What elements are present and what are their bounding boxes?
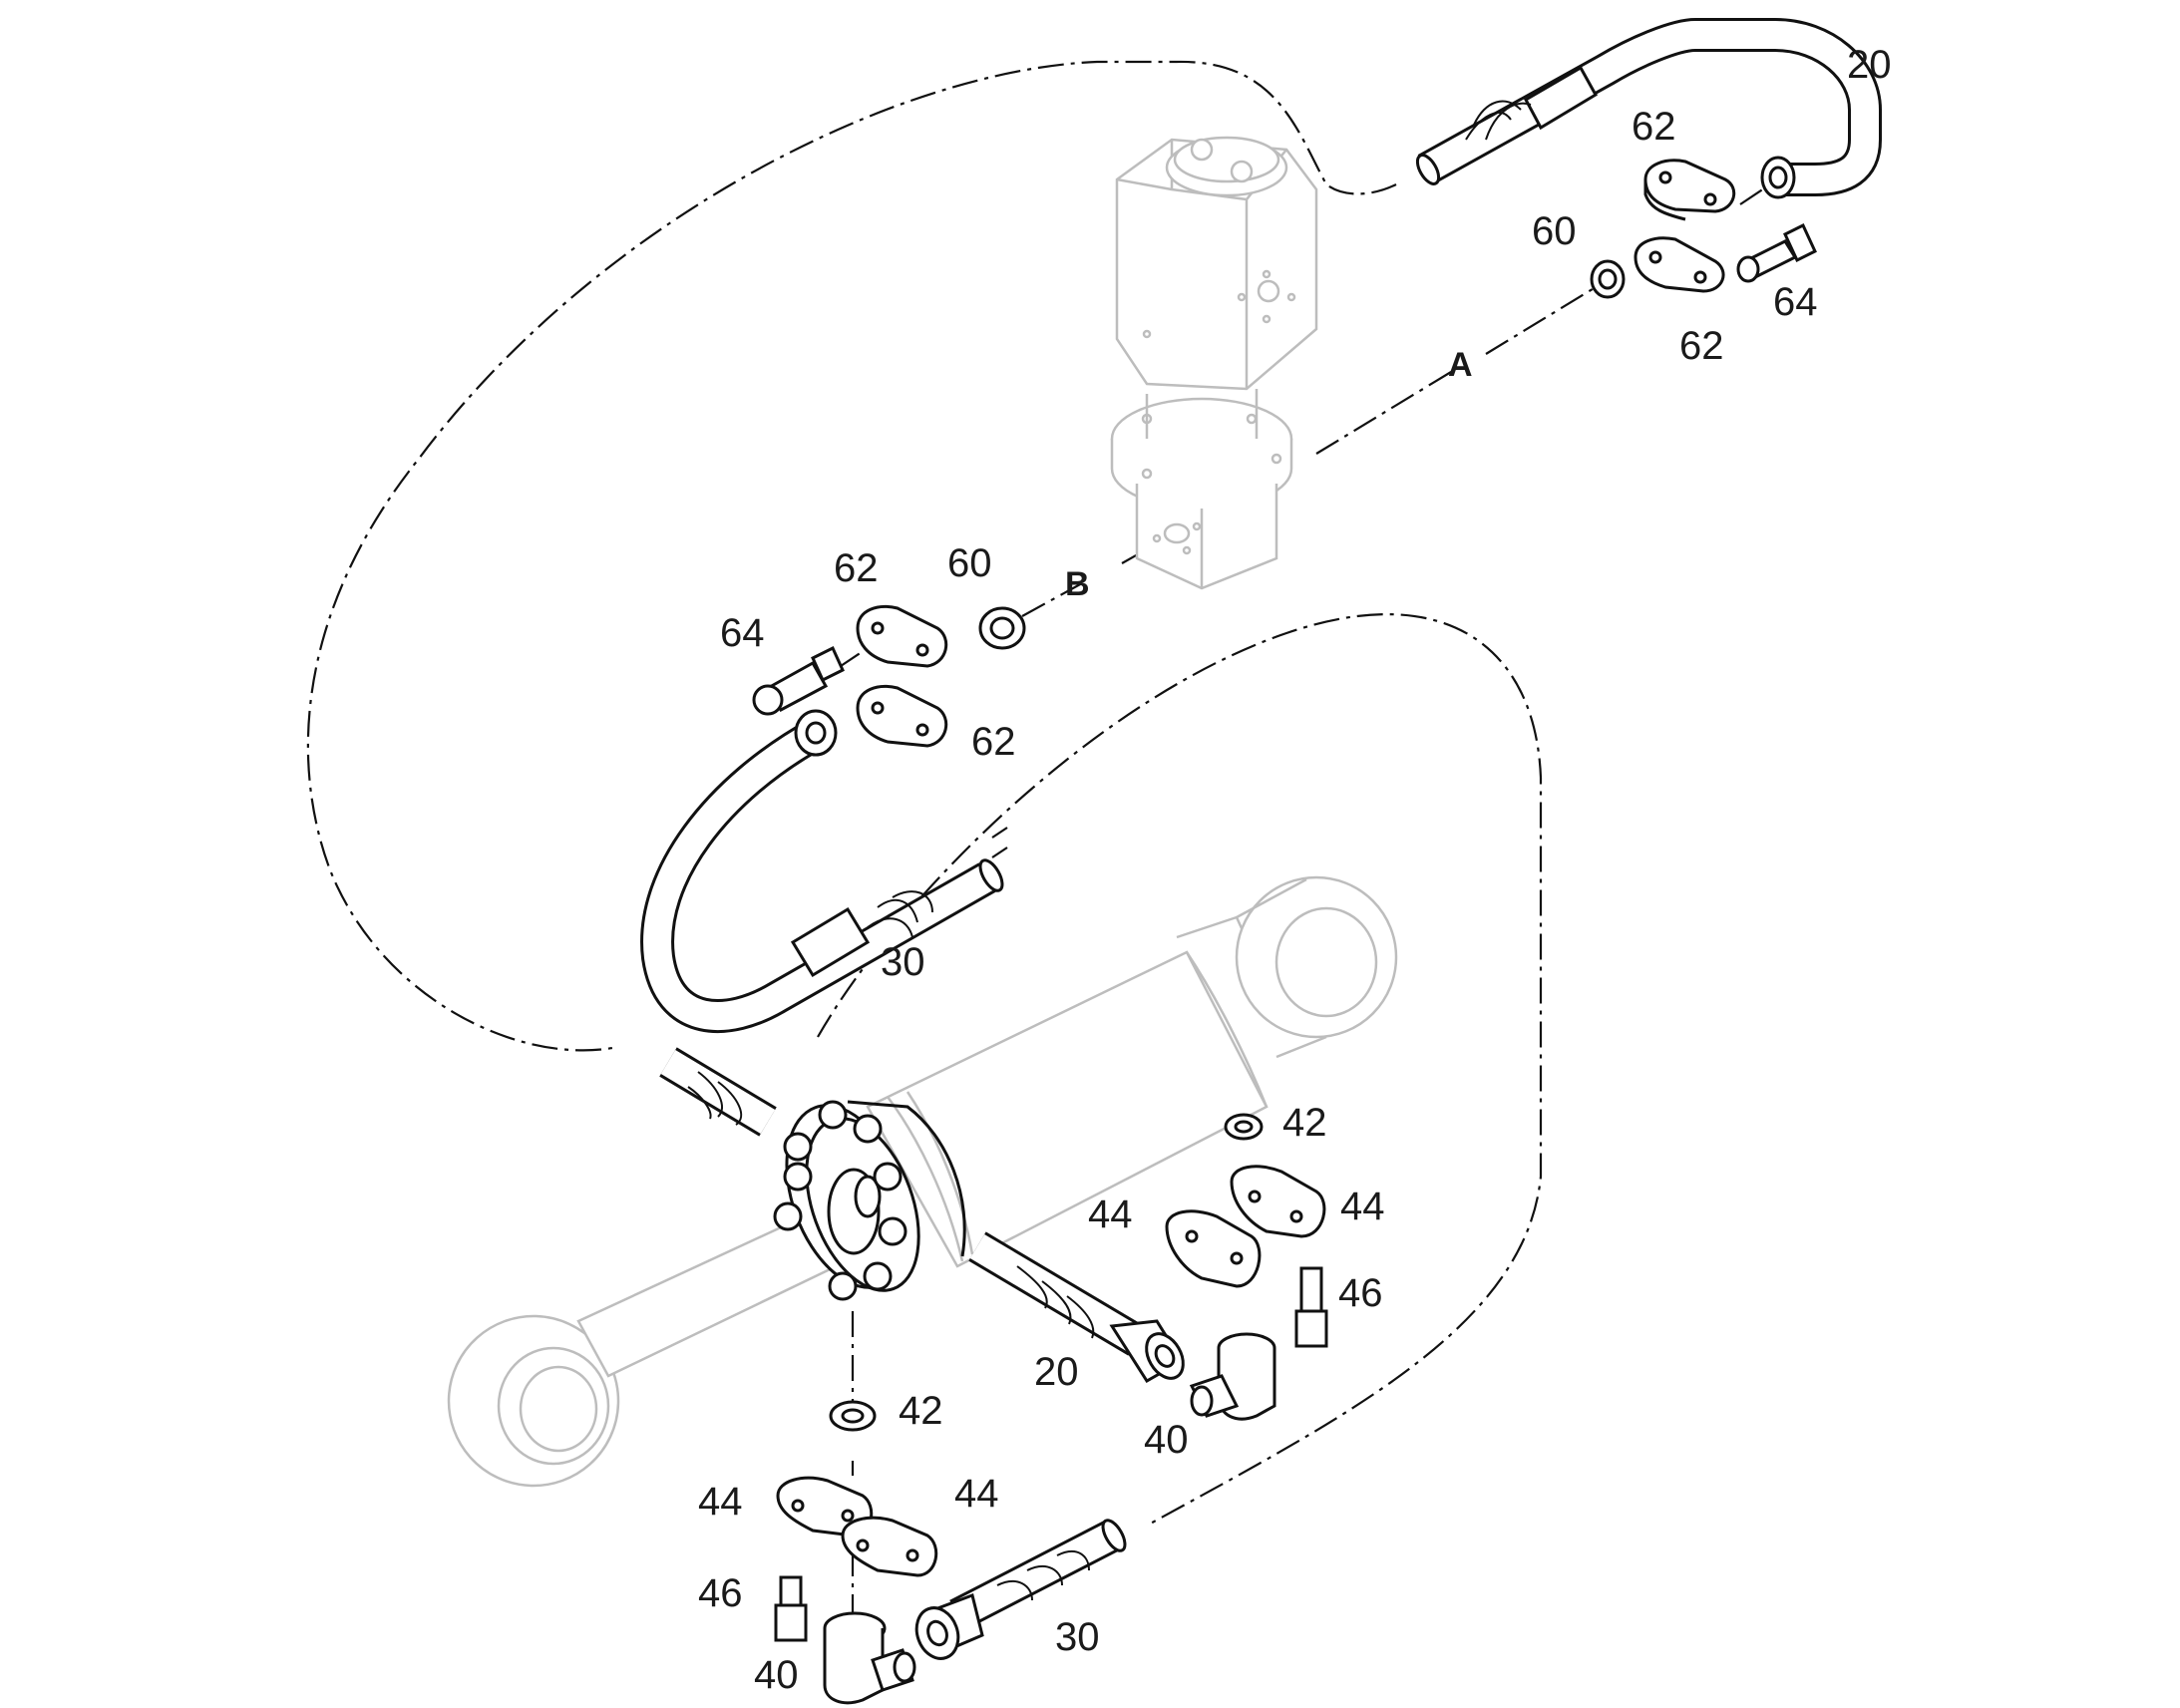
callout-60-top: 60 xyxy=(1532,209,1577,253)
callout-46-left: 46 xyxy=(698,1571,743,1615)
hose-30-middle xyxy=(640,709,1004,1033)
callout-60-mid: 60 xyxy=(947,541,992,585)
callout-40-left: 40 xyxy=(754,1653,799,1697)
callout-20-bottom: 20 xyxy=(1034,1350,1079,1394)
callout-62-top-upper: 62 xyxy=(1632,105,1676,149)
callout-46-right: 46 xyxy=(1338,1271,1383,1315)
callout-44-right-left: 44 xyxy=(1088,1193,1133,1236)
flange-bolts xyxy=(773,1100,908,1301)
callout-20-top: 20 xyxy=(1847,43,1892,87)
top-fittings xyxy=(1590,159,1817,299)
port-label-b: B xyxy=(1065,565,1090,603)
hydraulic-cylinder-ghost xyxy=(447,875,1398,1488)
callout-42-left: 42 xyxy=(899,1389,943,1433)
middle-fittings xyxy=(752,604,1026,748)
callout-30-bottom: 30 xyxy=(1055,1615,1100,1659)
assembly-path-lines xyxy=(306,60,1771,1615)
callout-44-right-right: 44 xyxy=(1340,1185,1385,1228)
callout-44-left-left: 44 xyxy=(698,1480,743,1524)
callout-62-top-lower: 62 xyxy=(1679,324,1724,368)
hose-20-top xyxy=(1415,18,1882,199)
swivel-joint-ghost xyxy=(1110,136,1318,590)
callout-labels: 20 62 60 64 62 A 62 60 B 64 62 30 42 44 … xyxy=(698,43,1892,1697)
callout-44-left-right: 44 xyxy=(954,1472,999,1516)
callout-64-top: 64 xyxy=(1773,280,1818,324)
callout-62-mid-upper: 62 xyxy=(834,546,879,590)
hose-20-bottom xyxy=(968,1231,1185,1384)
callout-30-mid: 30 xyxy=(881,940,925,984)
right-fittings xyxy=(1165,1113,1328,1421)
hose-30-bottom xyxy=(914,1519,1127,1660)
callout-40-right: 40 xyxy=(1144,1418,1189,1462)
callout-64-mid: 64 xyxy=(720,611,765,655)
callout-62-mid-lower: 62 xyxy=(971,720,1016,764)
port-label-a: A xyxy=(1448,346,1473,384)
callout-42-right: 42 xyxy=(1282,1101,1327,1145)
left-fittings xyxy=(774,1400,938,1705)
hose-stub-left xyxy=(659,1047,777,1137)
cylinder-head-flange xyxy=(773,1100,966,1301)
